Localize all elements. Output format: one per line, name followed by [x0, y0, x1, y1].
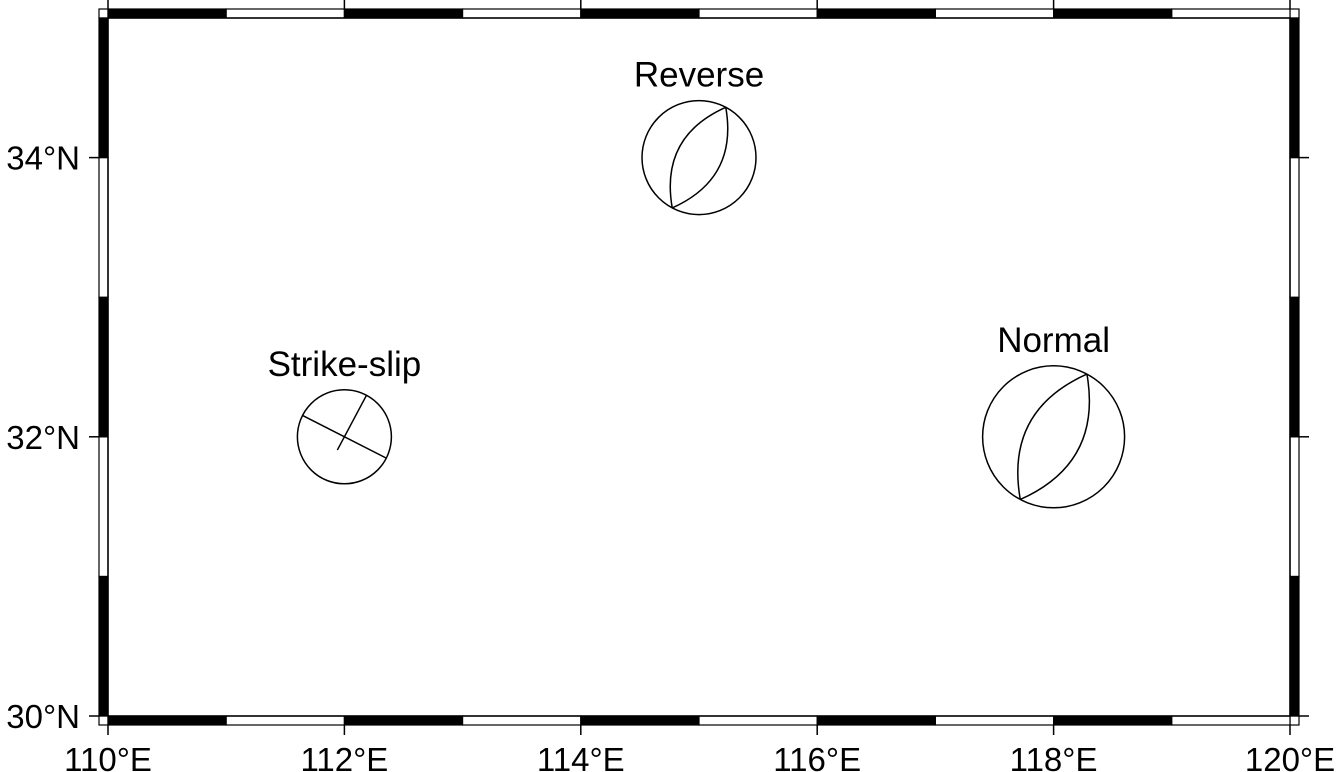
- x-tick-label: 110°E: [64, 741, 152, 772]
- frame-segment-top: [698, 8, 818, 19]
- axis-ticks: [89, 0, 1309, 735]
- frame-segment-bottom: [580, 715, 700, 726]
- frame-segment-right: [1289, 436, 1300, 577]
- frame-segment-right: [1289, 575, 1300, 717]
- x-tick-label: 120°E: [1245, 741, 1335, 772]
- normal-outline: [981, 365, 1126, 509]
- frame-segment-bottom: [934, 715, 1055, 726]
- strike-slip-auxiliary-plane: [336, 394, 368, 451]
- frame-segment-bottom: [225, 715, 345, 726]
- frame-segment-top: [343, 8, 464, 19]
- reverse-label: Reverse: [634, 56, 764, 95]
- frame-segment-bottom: [1171, 715, 1291, 726]
- frame-segment-bottom: [816, 715, 937, 726]
- frame-segment-left: [98, 575, 109, 717]
- frame-corner: [98, 715, 109, 726]
- frame-segment-top: [1171, 8, 1291, 19]
- reverse-nodal-plane: [669, 106, 727, 209]
- frame-segment-bottom: [698, 715, 818, 726]
- tick-labels: 110°E 112°E 114°E 116°E 118°E 120°E 30°N 32°N 34…: [6, 140, 1335, 772]
- frame-segment-left: [98, 296, 109, 438]
- y-tick-label: 34°N: [6, 140, 80, 177]
- frame-segment-top: [1052, 8, 1173, 19]
- frame-segment-bottom: [343, 715, 464, 726]
- frame-segment-right: [1289, 157, 1300, 298]
- frame-segment-left: [98, 436, 109, 577]
- y-tick-label: 32°N: [6, 419, 80, 456]
- frame-corner: [1289, 8, 1300, 19]
- frame-segment-bottom: [1052, 715, 1173, 726]
- frame-segment-top: [107, 8, 227, 19]
- normal-nodal-plane: [1017, 373, 1088, 500]
- frame-segment-left: [98, 17, 109, 159]
- frame-corner: [1289, 715, 1300, 726]
- x-tick-label: 114°E: [537, 741, 625, 772]
- frame-segment-top: [816, 8, 937, 19]
- frame-segment-top: [462, 8, 582, 19]
- frame-segment-left: [98, 157, 109, 298]
- x-tick-label: 118°E: [1010, 741, 1098, 772]
- frame-segment-top: [580, 8, 700, 19]
- reverse-auxiliary-plane: [671, 107, 729, 209]
- y-tick-label: 30°N: [6, 698, 80, 735]
- beachball-normal: Normal: [981, 321, 1126, 509]
- frame-segment-bottom: [107, 715, 227, 726]
- beachball-reverse: Reverse: [634, 56, 764, 216]
- frame-segment-right: [1289, 296, 1300, 438]
- beachball-strike-slip: Strike-slip: [268, 345, 422, 485]
- frame-segment-top: [225, 8, 345, 19]
- normal-label: Normal: [997, 321, 1110, 360]
- plot-border: [107, 17, 1291, 717]
- frame-segment-bottom: [462, 715, 582, 726]
- frame-corner: [98, 8, 109, 19]
- x-tick-label: 116°E: [773, 741, 861, 772]
- frame-segment-right: [1289, 17, 1300, 159]
- strike-slip-label: Strike-slip: [268, 345, 422, 384]
- normal-auxiliary-plane: [1019, 373, 1091, 501]
- x-tick-label: 112°E: [300, 741, 388, 772]
- reverse-outline: [641, 99, 757, 216]
- frame-segment-top: [934, 8, 1055, 19]
